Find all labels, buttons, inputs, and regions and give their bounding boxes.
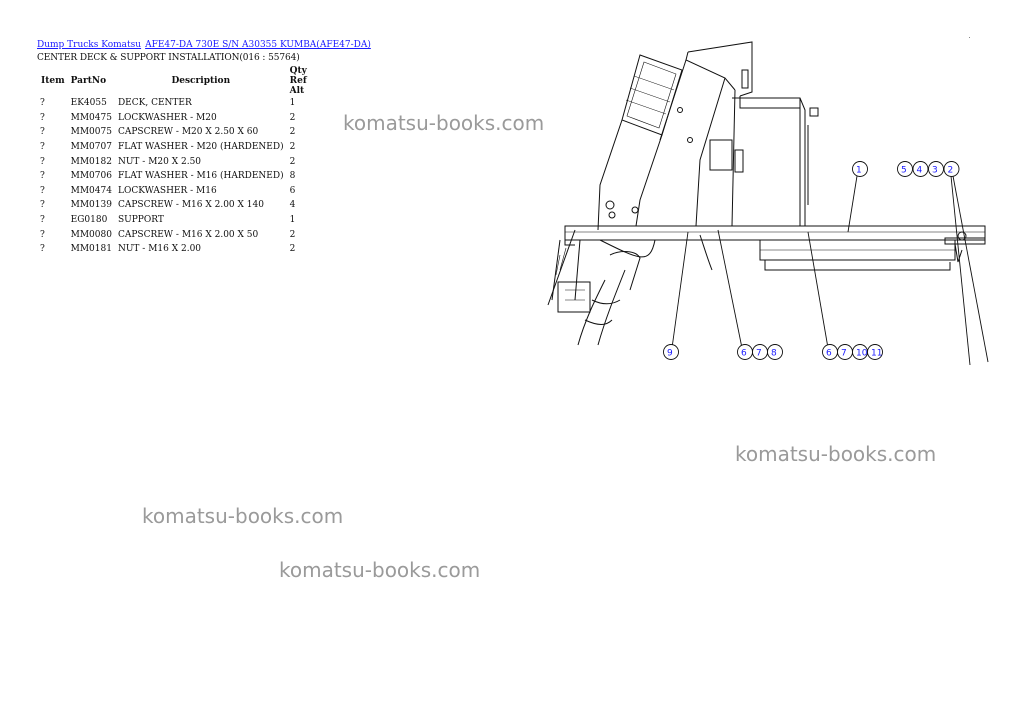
table-row: ? EK4055 DECK, CENTER 1 xyxy=(38,96,310,111)
cell-partno: MM0706 xyxy=(70,171,112,182)
callout-number[interactable]: 6 xyxy=(826,349,832,359)
cell-description: LOCKWASHER - M20 xyxy=(117,112,217,123)
cell-qty: 2 xyxy=(289,112,296,123)
callout-number[interactable]: 6 xyxy=(741,349,747,359)
callout-circle xyxy=(897,161,913,177)
cell-qty: 6 xyxy=(289,185,296,196)
callout-number[interactable]: 3 xyxy=(932,166,938,176)
cell-qty: 2 xyxy=(289,229,296,240)
table-row: ? MM0181 NUT - M16 X 2.00 2 xyxy=(38,242,310,257)
callout-circle xyxy=(928,161,944,177)
cell-description: CAPSCREW - M16 X 2.00 X 50 xyxy=(117,229,259,240)
cell-description: NUT - M16 X 2.00 xyxy=(117,244,202,255)
table-row: ? MM0475 LOCKWASHER - M20 2 xyxy=(38,111,310,126)
callout-circle xyxy=(852,161,868,177)
header-description: Description xyxy=(171,76,231,86)
watermark: komatsu-books.com xyxy=(343,111,545,135)
cell-description: LOCKWASHER - M16 xyxy=(117,185,217,196)
cell-description: DECK, CENTER xyxy=(117,98,192,109)
cell-description: FLAT WASHER - M20 (HARDENED) xyxy=(117,142,284,153)
cell-description: CAPSCREW - M20 X 2.50 X 60 xyxy=(117,127,259,138)
truck-linework xyxy=(547,41,986,346)
cell-partno: MM0474 xyxy=(70,185,112,196)
cell-item: ? xyxy=(40,215,45,226)
table-row: ? MM0182 NUT - M20 X 2.50 2 xyxy=(38,154,310,169)
cell-partno: MM0475 xyxy=(70,112,112,123)
cell-description: CAPSCREW - M16 X 2.00 X 140 xyxy=(117,200,264,211)
cell-item: ? xyxy=(40,185,45,196)
cell-partno: EK4055 xyxy=(70,98,107,109)
cell-partno: MM0182 xyxy=(70,156,112,167)
callout-circle xyxy=(943,161,960,177)
header-qty: Qty Ref Alt xyxy=(289,66,307,96)
cell-item: ? xyxy=(40,156,45,167)
callout-circle xyxy=(663,344,679,360)
cell-qty: 8 xyxy=(289,171,296,182)
cell-item: ? xyxy=(40,98,45,109)
cell-qty: 2 xyxy=(289,156,296,167)
cell-qty: 1 xyxy=(289,98,296,109)
cell-partno: MM0075 xyxy=(70,127,112,138)
table-row: ? MM0706 FLAT WASHER - M16 (HARDENED) 8 xyxy=(38,169,310,184)
callout-number[interactable]: 8 xyxy=(771,349,777,359)
callout-circle xyxy=(767,344,783,360)
watermark: komatsu-books.com xyxy=(142,504,344,528)
watermark: komatsu-books.com xyxy=(735,442,937,466)
callout-number[interactable]: 9 xyxy=(667,349,673,359)
cell-description: FLAT WASHER - M16 (HARDENED) xyxy=(117,171,284,182)
cell-partno: MM0707 xyxy=(70,142,112,153)
breadcrumb-model-link[interactable]: AFE47-DA 730E S/N A30355 KUMBA(AFE47-DA) xyxy=(145,40,371,50)
callout-number[interactable]: 5 xyxy=(901,166,907,176)
cell-item: ? xyxy=(40,142,45,153)
cell-item: ? xyxy=(40,244,45,255)
callout-number[interactable]: 7 xyxy=(756,349,762,359)
cell-qty: 2 xyxy=(289,244,296,255)
cell-partno: MM0181 xyxy=(70,244,112,255)
cell-qty: 2 xyxy=(289,127,296,138)
table-row: ? MM0075 CAPSCREW - M20 X 2.50 X 60 2 xyxy=(38,125,310,140)
cell-partno: EG0180 xyxy=(70,215,108,226)
table-row: ? MM0707 FLAT WASHER - M20 (HARDENED) 2 xyxy=(38,140,310,155)
cell-item: ? xyxy=(40,127,45,138)
cell-item: ? xyxy=(40,200,45,211)
table-header-row: Item PartNo Description Qty Ref Alt xyxy=(38,66,310,96)
table-row: ? MM0474 LOCKWASHER - M16 6 xyxy=(38,184,310,199)
breadcrumb-category-link[interactable]: Dump Trucks Komatsu xyxy=(37,40,142,50)
cell-description: NUT - M20 X 2.50 xyxy=(117,156,202,167)
callout-number[interactable]: 11 xyxy=(871,349,882,359)
table-row: ? MM0080 CAPSCREW - M16 X 2.00 X 50 2 xyxy=(38,227,310,242)
callout-leaders xyxy=(671,175,989,366)
cell-qty: 4 xyxy=(289,200,296,211)
callout-number[interactable]: 4 xyxy=(917,166,923,176)
watermark: komatsu-books.com xyxy=(279,558,481,582)
header-partno: PartNo xyxy=(70,76,107,86)
cell-partno: MM0080 xyxy=(70,229,112,240)
callout-number[interactable]: 2 xyxy=(948,166,954,176)
callout-number[interactable]: 7 xyxy=(841,349,847,359)
cell-partno: MM0139 xyxy=(70,200,112,211)
cell-qty: 2 xyxy=(289,142,296,153)
callout-number[interactable]: 1 xyxy=(856,166,862,176)
cell-qty: 1 xyxy=(289,215,296,226)
parts-table: Item PartNo Description Qty Ref Alt ? EK4… xyxy=(38,66,310,257)
callout-number[interactable]: 10 xyxy=(856,349,868,359)
callout-circle xyxy=(912,161,929,177)
page-subtitle: CENTER DECK & SUPPORT INSTALLATION(016 :… xyxy=(37,53,300,63)
cell-item: ? xyxy=(40,112,45,123)
callout-circle xyxy=(867,344,883,360)
header-item: Item xyxy=(41,76,65,86)
table-row: ? MM0139 CAPSCREW - M16 X 2.00 X 140 4 xyxy=(38,198,310,213)
stray-mark xyxy=(969,37,970,38)
cell-item: ? xyxy=(40,171,45,182)
table-row: ? EG0180 SUPPORT 1 xyxy=(38,213,310,228)
cell-item: ? xyxy=(40,229,45,240)
cell-description: SUPPORT xyxy=(117,215,164,226)
